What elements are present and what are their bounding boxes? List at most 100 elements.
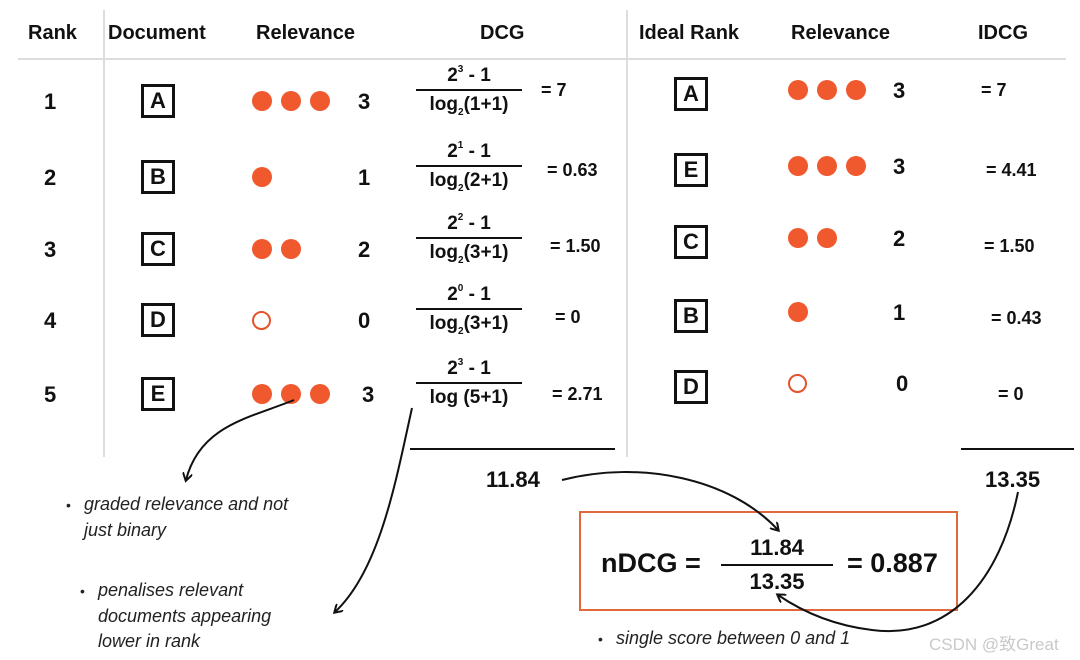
formula-bar — [416, 382, 522, 384]
relevance-dot — [846, 80, 866, 100]
arrow-graded — [186, 399, 295, 480]
formula-base: 2 — [447, 284, 458, 305]
formula-base: 2 — [447, 65, 458, 86]
ideal-relevance-dots — [788, 228, 837, 248]
rank-number: 5 — [44, 382, 57, 407]
document-box: A — [141, 84, 175, 118]
formula-base: 2 — [447, 358, 458, 379]
idcg-total: 13.35 — [985, 467, 1041, 492]
formula-log-base: 2 — [458, 107, 464, 118]
ndcg-result-box: nDCG = 11.84 13.35 = 0.887 — [579, 511, 958, 611]
relevance-dot — [817, 156, 837, 176]
ideal-relevance-dots — [788, 302, 808, 322]
ideal-document-box: A — [674, 77, 708, 111]
divider-after-rank — [103, 10, 105, 457]
relevance-dot — [846, 156, 866, 176]
formula-log: log — [429, 170, 459, 191]
ndcg-value: = 0.887 — [847, 548, 938, 578]
dcg-value: = 2.71 — [552, 384, 603, 404]
document-box: E — [141, 377, 175, 411]
formula-log: log — [429, 313, 459, 334]
formula-base: 2 — [447, 141, 458, 162]
formula-exponent: 3 — [457, 64, 464, 75]
idcg-value: = 0 — [998, 384, 1024, 404]
relevance-dot — [252, 384, 272, 404]
ideal-document-box: E — [674, 153, 708, 187]
ndcg-fraction: 11.84 13.35 — [721, 535, 833, 595]
ideal-relevance-number: 3 — [893, 154, 906, 179]
ideal-relevance-number: 3 — [893, 78, 906, 103]
formula-log-arg: (5+1) — [458, 387, 509, 408]
watermark: CSDN @致Great — [929, 635, 1059, 654]
rank-number: 3 — [44, 237, 57, 262]
bullet-icon: • — [598, 631, 603, 647]
formula-log-arg: (2+1) — [463, 170, 509, 191]
note-penal-line2: documents appearing — [98, 606, 272, 626]
formula-log-arg: (3+1) — [463, 242, 509, 263]
relevance-number: 2 — [358, 237, 371, 262]
formula-bar — [416, 165, 522, 167]
formula-minus-one: - 1 — [463, 213, 491, 234]
relevance-dots — [252, 384, 330, 404]
relevance-dot — [817, 80, 837, 100]
ideal-relevance-number: 2 — [893, 226, 906, 251]
relevance-dot — [817, 228, 837, 248]
relevance-dots — [252, 167, 272, 187]
relevance-dot — [252, 167, 272, 187]
document-box: C — [141, 232, 175, 266]
relevance-dots — [252, 239, 301, 259]
relevance-dot — [281, 239, 301, 259]
formula-exponent: 1 — [457, 140, 464, 151]
header-rank: Rank — [28, 22, 77, 44]
rank-number: 4 — [44, 308, 57, 333]
relevance-dot — [788, 156, 808, 176]
rank-number: 2 — [44, 165, 57, 190]
idcg-value: = 1.50 — [984, 236, 1035, 256]
ideal-document-box: C — [674, 225, 708, 259]
relevance-dot — [788, 80, 808, 100]
ndcg-denominator: 13.35 — [749, 569, 805, 594]
dcg-value: = 0.63 — [547, 160, 598, 180]
formula-exponent: 3 — [457, 357, 464, 368]
note-penalises: •penalises relevant documents appearing … — [80, 578, 271, 654]
ideal-document-box: D — [674, 370, 708, 404]
formula-log-base: 2 — [458, 326, 464, 337]
relevance-dot — [310, 384, 330, 404]
formula-log: log — [429, 242, 459, 263]
idcg-sum-line — [961, 448, 1074, 450]
note-graded: •graded relevance and not just binary — [66, 492, 288, 543]
header-relevance-ideal: Relevance — [791, 22, 890, 44]
relevance-dot — [788, 228, 808, 248]
bullet-icon: • — [80, 583, 85, 599]
dcg-value: = 1.50 — [550, 236, 601, 256]
ideal-relevance-dots — [788, 80, 866, 100]
relevance-dot-empty — [252, 310, 271, 330]
ideal-relevance-number: 1 — [893, 300, 906, 325]
relevance-number: 3 — [358, 89, 371, 114]
relevance-dot — [252, 239, 272, 259]
dcg-total: 11.84 — [486, 467, 540, 492]
formula-log-arg: (3+1) — [463, 313, 509, 334]
relevance-dot-empty — [788, 373, 807, 393]
arrow-penalises — [335, 407, 413, 612]
header-ideal-rank: Ideal Rank — [639, 22, 740, 44]
ideal-document-box: B — [674, 299, 708, 333]
ideal-relevance-number: 0 — [896, 371, 909, 396]
ideal-relevance-dots — [788, 156, 866, 176]
note-penal-line1: penalises relevant — [98, 580, 244, 600]
relevance-number: 0 — [358, 308, 371, 333]
formula-base: 2 — [447, 213, 458, 234]
dcg-sum-line — [410, 448, 615, 450]
idcg-value: = 0.43 — [991, 308, 1042, 328]
ideal-relevance-dots — [788, 373, 807, 393]
relevance-dot — [281, 91, 301, 111]
ndcg-fraction-bar — [721, 564, 833, 566]
formula-exponent: 0 — [457, 283, 464, 294]
bullet-icon: • — [66, 497, 71, 513]
relevance-dots — [252, 91, 330, 111]
formula-log: log — [429, 387, 459, 408]
formula-bar — [416, 237, 522, 239]
formula-log: log — [429, 94, 459, 115]
